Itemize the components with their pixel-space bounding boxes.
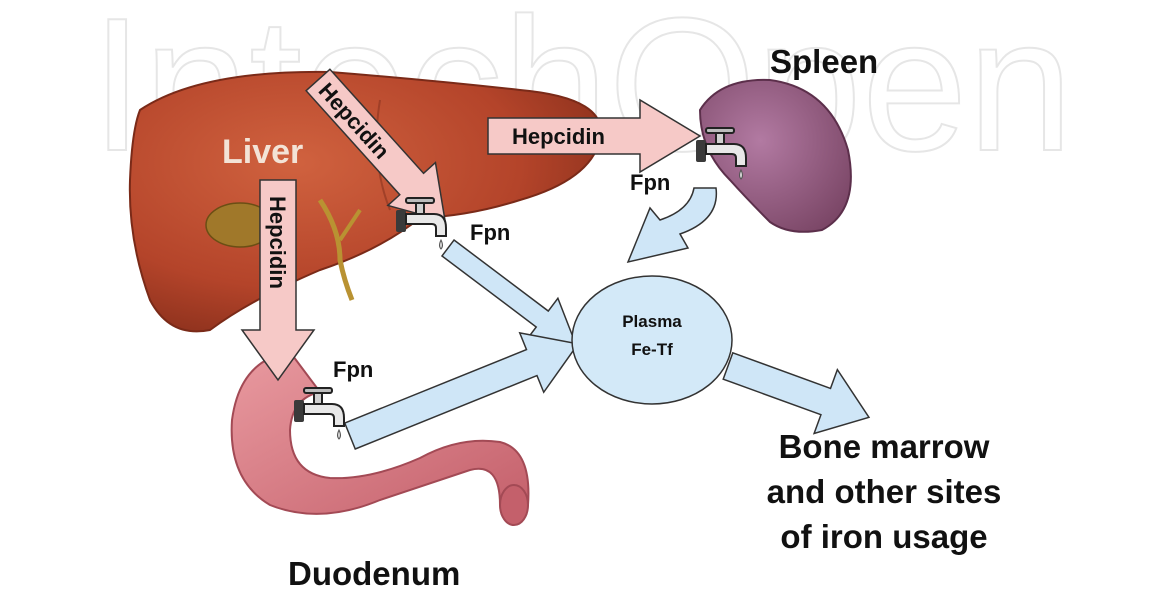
fpn-label-duodenum: Fpn bbox=[333, 357, 373, 382]
bone-marrow-line3: of iron usage bbox=[780, 518, 987, 555]
hepcidin-label-duodenum: Hepcidin bbox=[265, 196, 290, 289]
hepcidin-label-spleen: Hepcidin bbox=[512, 124, 605, 149]
fpn-label-spleen: Fpn bbox=[630, 170, 670, 195]
duodenum-label: Duodenum bbox=[288, 555, 460, 592]
bone-marrow-label: Bone marrow and other sites of iron usag… bbox=[767, 428, 1002, 555]
plasma-fe-tf-node: Plasma Fe-Tf bbox=[572, 276, 732, 404]
bone-marrow-line2: and other sites bbox=[767, 473, 1002, 510]
liver-label: Liver bbox=[222, 133, 303, 171]
plasma-label-line2: Fe-Tf bbox=[631, 340, 673, 359]
spleen-label: Spleen bbox=[770, 43, 878, 80]
bone-marrow-line1: Bone marrow bbox=[779, 428, 990, 465]
plasma-label-line1: Plasma bbox=[622, 312, 682, 331]
flow-arrow-spleen-to-plasma bbox=[628, 188, 716, 262]
fpn-label-liver: Fpn bbox=[470, 220, 510, 245]
